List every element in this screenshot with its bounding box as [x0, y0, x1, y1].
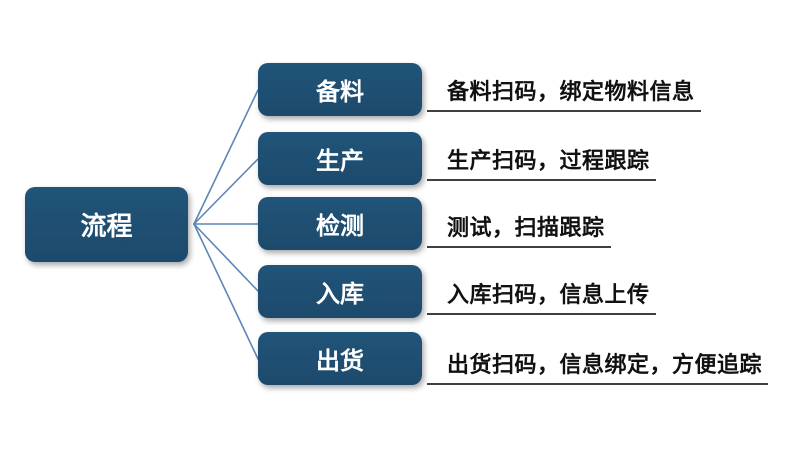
root-node-process: 流程 [25, 187, 188, 262]
description-warehousing: 入库扫码，信息上传 [427, 281, 656, 315]
connector-line-shipping [193, 223, 259, 360]
branch-node-label: 入库 [316, 281, 364, 308]
branch-node-inspection: 检测 [258, 197, 422, 250]
description-material-prep: 备料扫码，绑定物料信息 [427, 78, 701, 112]
connector-line-production [193, 158, 259, 225]
branch-node-label: 备料 [316, 79, 364, 106]
description-production: 生产扫码，过程跟踪 [427, 147, 656, 181]
connector-line-material-prep [193, 89, 259, 225]
root-node-label: 流程 [80, 211, 133, 241]
branch-node-shipping: 出货 [258, 332, 422, 385]
branch-node-label: 生产 [316, 148, 364, 175]
description-inspection: 测试，扫描跟踪 [427, 214, 611, 248]
connector-line-warehousing [193, 223, 259, 292]
branch-node-production: 生产 [258, 132, 422, 185]
branch-node-material-prep: 备料 [258, 63, 422, 116]
branch-node-warehousing: 入库 [258, 265, 422, 318]
description-shipping: 出货扫码，信息绑定，方便追踪 [427, 351, 769, 385]
branch-node-label: 出货 [316, 348, 364, 375]
branch-node-label: 检测 [316, 213, 364, 240]
